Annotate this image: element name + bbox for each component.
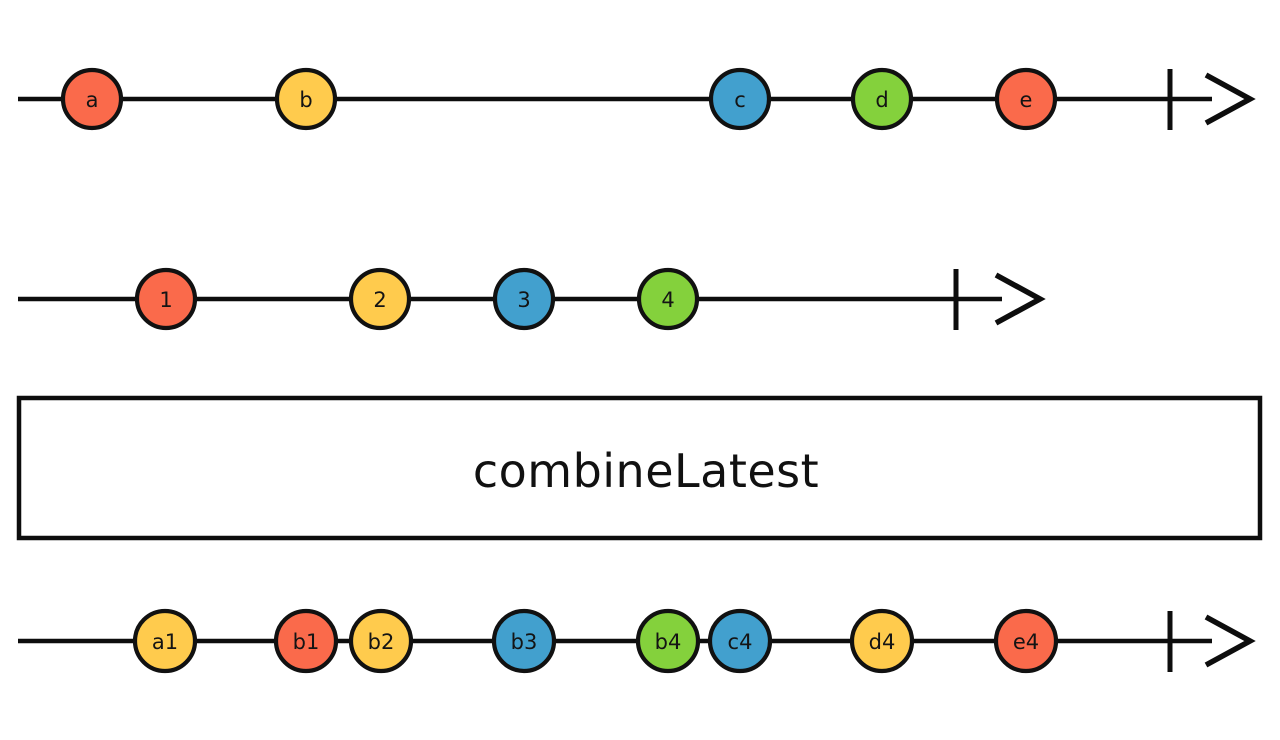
marble-label: e4 [1013,630,1039,654]
marble-e[interactable]: e [994,67,1058,131]
marble-b2[interactable]: b2 [348,608,414,674]
marble-1[interactable]: 1 [134,267,198,331]
marble-c[interactable]: c [708,67,772,131]
marble-circle [132,608,198,674]
marble-label: b [299,88,312,112]
timelines-layer: a b c d e 1 2 3 4 a1 b1 b2 b3 b4 c4 d4 e4 [18,67,1256,674]
marble-d[interactable]: d [850,67,914,131]
marble-label: b4 [655,630,682,654]
operator-box-rect [16,395,1263,541]
marble-2[interactable]: 2 [348,267,412,331]
marble-circle [134,267,198,331]
marble-b1[interactable]: b1 [273,608,339,674]
marble-label: b1 [293,630,320,654]
marble-circle [993,608,1059,674]
marble-label: a1 [152,630,178,654]
marble-b3[interactable]: b3 [491,608,557,674]
marble-label: a [86,88,99,112]
marble-a[interactable]: a [60,67,124,131]
timeline-source-observable-letters: a b c d e [18,67,1256,131]
marble-label: 2 [373,288,386,312]
marble-c4[interactable]: c4 [707,608,773,674]
marble-circle [492,267,556,331]
marble-label: 4 [661,288,674,312]
marble-label: 3 [517,288,530,312]
marble-4[interactable]: 4 [636,267,700,331]
marble-circle [274,67,338,131]
marble-e4[interactable]: e4 [993,608,1059,674]
marble-a1[interactable]: a1 [132,608,198,674]
marble-circle [635,608,701,674]
marble-circle [348,608,414,674]
marble-circle [849,608,915,674]
marble-circle [994,67,1058,131]
marble-circle [491,608,557,674]
timeline-source-observable-numbers: 1 2 3 4 [18,267,1046,331]
timeline-arrow-icon [1204,614,1256,668]
marble-label: c [734,88,746,112]
marble-circle [850,67,914,131]
marble-b[interactable]: b [274,67,338,131]
marble-label: d [875,88,888,112]
marble-3[interactable]: 3 [492,267,556,331]
marble-circle [636,267,700,331]
marble-circle [273,608,339,674]
marble-label: b3 [511,630,538,654]
operator-box-label: combineLatest [473,444,819,498]
marble-circle [707,608,773,674]
timeline-arrow-icon [1204,72,1256,126]
marble-label: 1 [159,288,172,312]
marble-circle [708,67,772,131]
marble-label: d4 [869,630,896,654]
marble-label: c4 [728,630,753,654]
operator-box[interactable]: combineLatest [16,395,1263,541]
marble-label: b2 [368,630,395,654]
marble-circle [348,267,412,331]
marble-d4[interactable]: d4 [849,608,915,674]
timeline-result-observable: a1 b1 b2 b3 b4 c4 d4 e4 [18,608,1256,674]
marble-b4[interactable]: b4 [635,608,701,674]
marble-label: e [1020,88,1033,112]
timeline-arrow-icon [994,272,1046,326]
marble-circle [60,67,124,131]
